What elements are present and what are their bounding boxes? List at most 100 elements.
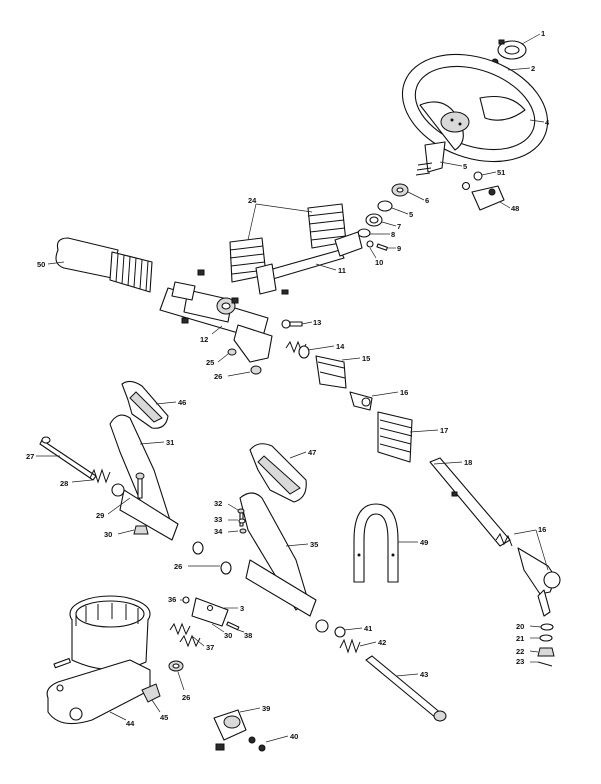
callout-label-42: 42 bbox=[378, 638, 386, 647]
callout-17: 17 bbox=[409, 426, 448, 435]
callout-21: 21 bbox=[516, 634, 540, 643]
callout-label-10: 10 bbox=[375, 258, 383, 267]
callout-25: 25 bbox=[206, 353, 229, 367]
callout-46: 46 bbox=[155, 398, 186, 407]
part-14-spring bbox=[285, 340, 310, 359]
callout-30b: 30 bbox=[211, 623, 232, 640]
part-49-u-bracket bbox=[353, 503, 399, 583]
callout-label-7: 7 bbox=[397, 222, 401, 231]
callout-label-5a: 5 bbox=[463, 162, 467, 171]
callout-label-41: 41 bbox=[364, 624, 372, 633]
callout-47: 47 bbox=[289, 448, 316, 459]
part-29-stop-bolt bbox=[135, 472, 145, 499]
callout-label-26b: 26 bbox=[174, 562, 182, 571]
callout-label-3: 3 bbox=[240, 604, 244, 613]
callout-45: 45 bbox=[151, 699, 168, 722]
callout-label-24: 24 bbox=[248, 196, 257, 205]
callout-15: 15 bbox=[341, 354, 370, 363]
part-51-bolt bbox=[461, 171, 483, 191]
callout-42: 42 bbox=[359, 638, 386, 647]
callout-label-9: 9 bbox=[397, 244, 401, 253]
callout-label-16b: 16 bbox=[538, 525, 546, 534]
part-21-washer bbox=[539, 634, 553, 642]
part-16-clamp bbox=[349, 391, 373, 411]
part-26-bushing bbox=[192, 541, 232, 575]
part-34-nut bbox=[239, 528, 247, 534]
callout-37: 37 bbox=[191, 635, 214, 652]
callout-label-2: 2 bbox=[531, 64, 535, 73]
callout-label-46: 46 bbox=[178, 398, 186, 407]
part-1-cover-cap bbox=[497, 39, 527, 60]
callout-1: 1 bbox=[521, 29, 545, 45]
part-11-intermediate-shaft bbox=[255, 231, 363, 295]
master-cylinder-group bbox=[46, 595, 266, 752]
callout-24: 24 bbox=[247, 196, 313, 241]
callout-label-22: 22 bbox=[516, 647, 524, 656]
callout-label-27: 27 bbox=[26, 452, 34, 461]
part-10-clip bbox=[366, 240, 374, 248]
part-40-screws bbox=[248, 736, 266, 752]
part-33-washer bbox=[238, 518, 246, 524]
callout-label-17: 17 bbox=[440, 426, 448, 435]
callout-label-51: 51 bbox=[497, 168, 505, 177]
callout-label-45: 45 bbox=[160, 713, 168, 722]
part-25-bracket bbox=[227, 348, 237, 356]
part-35-pedal-arm bbox=[239, 492, 317, 617]
steering-rack-group bbox=[55, 203, 561, 667]
callout-11: 11 bbox=[315, 263, 346, 275]
part-41-bushing bbox=[315, 619, 346, 638]
callout-label-12: 12 bbox=[200, 335, 208, 344]
callout-3: 3 bbox=[224, 604, 244, 613]
part-7-washer bbox=[365, 213, 383, 227]
callout-38: 38 bbox=[237, 629, 252, 640]
part-13-bolt bbox=[281, 319, 303, 329]
callout-9: 9 bbox=[388, 244, 401, 253]
part-9-pin bbox=[376, 243, 388, 251]
callout-33: 33 bbox=[214, 515, 238, 524]
part-27-bolt bbox=[39, 436, 97, 481]
callout-39: 39 bbox=[239, 704, 270, 713]
part-30-nut bbox=[133, 525, 149, 535]
callout-label-20: 20 bbox=[516, 622, 524, 631]
callout-7: 7 bbox=[381, 221, 401, 231]
callout-34: 34 bbox=[214, 527, 239, 536]
callout-label-16a: 16 bbox=[400, 388, 408, 397]
callout-label-26a: 26 bbox=[214, 372, 222, 381]
callout-label-38: 38 bbox=[244, 631, 252, 640]
callout-label-5b: 5 bbox=[409, 210, 413, 219]
pedal-group bbox=[39, 380, 447, 722]
callout-label-32: 32 bbox=[214, 499, 222, 508]
part-39-sensor bbox=[213, 709, 247, 751]
callout-label-34: 34 bbox=[214, 527, 223, 536]
part-3-bracket bbox=[191, 597, 229, 627]
callout-label-15: 15 bbox=[362, 354, 370, 363]
part-42-spring bbox=[339, 638, 361, 654]
callout-13: 13 bbox=[301, 318, 321, 327]
callout-label-31: 31 bbox=[166, 438, 174, 447]
callout-label-1: 1 bbox=[541, 29, 545, 38]
callout-label-25: 25 bbox=[206, 358, 214, 367]
part-50-tube bbox=[55, 237, 119, 279]
part-22-nut bbox=[537, 647, 555, 657]
part-37-springs bbox=[169, 622, 201, 648]
callout-label-6: 6 bbox=[425, 196, 429, 205]
callout-8: 8 bbox=[370, 230, 395, 239]
callout-label-30b: 30 bbox=[224, 631, 232, 640]
part-18-tie-rod bbox=[429, 457, 511, 547]
part-12-rack-housing bbox=[159, 269, 273, 363]
callout-44: 44 bbox=[109, 711, 135, 728]
callout-label-11: 11 bbox=[338, 266, 346, 275]
callout-18: 18 bbox=[433, 458, 472, 467]
callout-label-36: 36 bbox=[168, 595, 176, 604]
callout-48: 48 bbox=[499, 201, 519, 213]
callout-30a: 30 bbox=[104, 529, 135, 539]
callout-4: 4 bbox=[529, 118, 550, 127]
part-5-hub bbox=[415, 141, 446, 176]
callout-35: 35 bbox=[285, 540, 318, 549]
callout-32: 32 bbox=[214, 499, 239, 511]
callout-label-37: 37 bbox=[206, 643, 214, 652]
callout-label-43: 43 bbox=[420, 670, 428, 679]
callout-label-48: 48 bbox=[511, 204, 519, 213]
callout-49: 49 bbox=[398, 538, 428, 547]
